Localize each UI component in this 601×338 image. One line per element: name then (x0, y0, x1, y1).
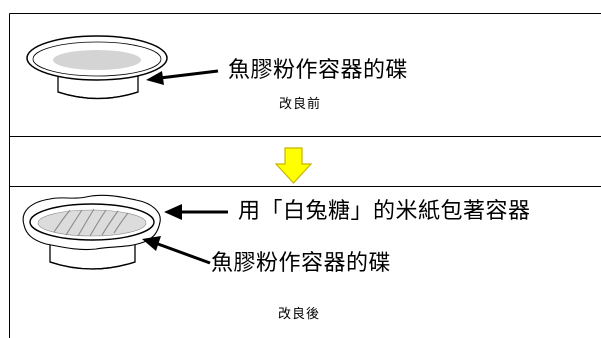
after-dish-label: 魚膠粉作容器的碟 (211, 251, 392, 276)
before-dish-label: 魚膠粉作容器的碟 (228, 58, 409, 83)
after-wrap-label: 用「白兔糖」的米紙包著容器 (238, 199, 531, 224)
frame-lines (9, 13, 601, 338)
pointer-arrow-wrap (164, 204, 228, 220)
before-caption: 改良前 (279, 97, 322, 112)
yellow-down-arrow (274, 147, 313, 184)
pointer-arrow-after-dish (142, 236, 211, 265)
dish-before (26, 35, 168, 100)
pointer-arrow-before (146, 69, 219, 85)
dish-before-inner (53, 50, 141, 70)
after-caption: 改良後 (278, 307, 321, 322)
dish-after (22, 194, 161, 270)
rice-paper-strokes (53, 208, 129, 237)
